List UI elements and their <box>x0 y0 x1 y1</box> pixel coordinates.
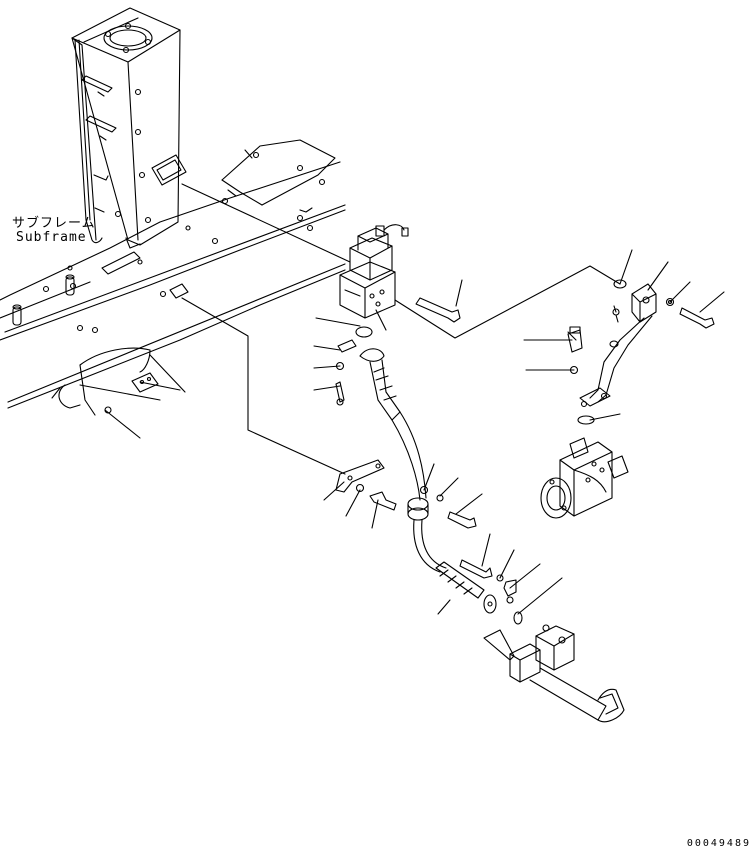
solenoid-valve <box>340 225 408 318</box>
chassis-frame <box>0 162 345 438</box>
drawing-number: 00049489 <box>686 838 751 849</box>
actuator-cylinder <box>484 625 624 722</box>
callout-leaders <box>140 250 724 614</box>
hose-assembly <box>336 327 522 624</box>
harness-lines <box>182 184 620 474</box>
subframe-label-english: Subframe <box>16 230 87 245</box>
valve-block <box>541 438 628 518</box>
bolts <box>416 298 576 340</box>
frame-brackets <box>152 140 335 212</box>
mounting-bracket <box>336 460 396 510</box>
flange-pipe-assembly <box>568 280 714 424</box>
subframe-post <box>72 8 180 274</box>
subframe-label-japanese: サブフレーム <box>12 216 96 231</box>
